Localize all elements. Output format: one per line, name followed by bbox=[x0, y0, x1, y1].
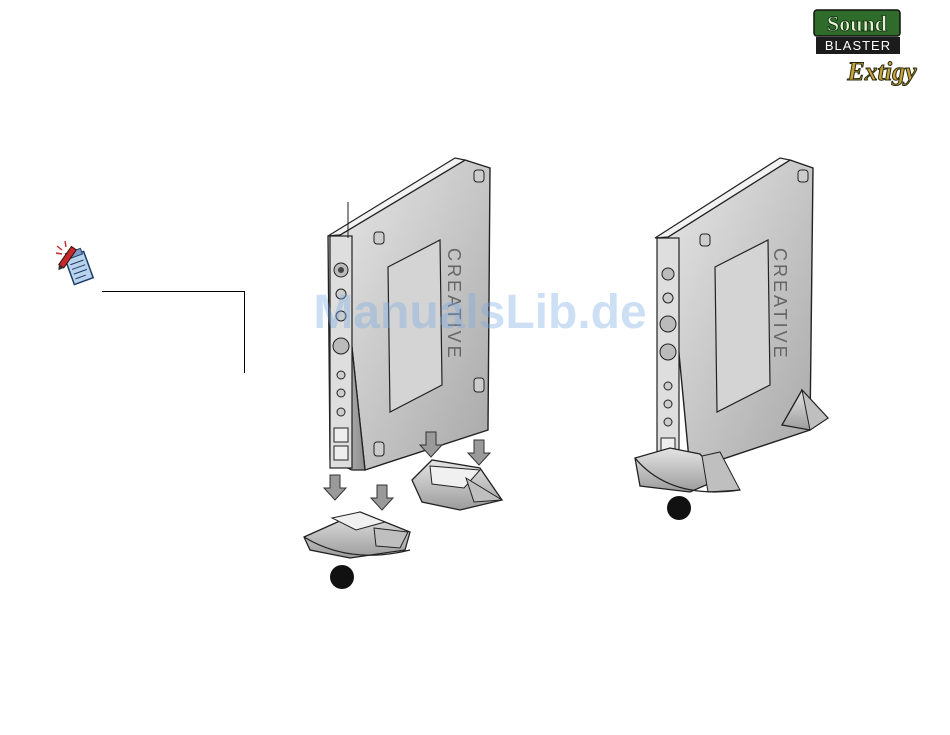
logo-extigy-text: Extigy bbox=[846, 57, 917, 86]
sound-blaster-extigy-logo: Sound BLASTER Extigy bbox=[812, 8, 940, 90]
watermark: ManualsLib.de bbox=[290, 285, 670, 340]
logo-sound-text: Sound bbox=[827, 11, 887, 36]
stand-back bbox=[412, 460, 502, 510]
step-2-marker bbox=[667, 496, 691, 520]
stand-front bbox=[304, 512, 410, 558]
logo-blaster-text: BLASTER bbox=[825, 38, 891, 53]
device-stand-illustration: CREATIVE CREATIVE bbox=[290, 140, 850, 600]
note-pad-icon bbox=[55, 240, 101, 292]
note-callout-rule-vertical bbox=[244, 291, 245, 373]
note-callout-rule-horizontal bbox=[102, 291, 245, 292]
step-1-marker bbox=[330, 565, 354, 589]
right-device-brand: CREATIVE bbox=[770, 248, 790, 361]
